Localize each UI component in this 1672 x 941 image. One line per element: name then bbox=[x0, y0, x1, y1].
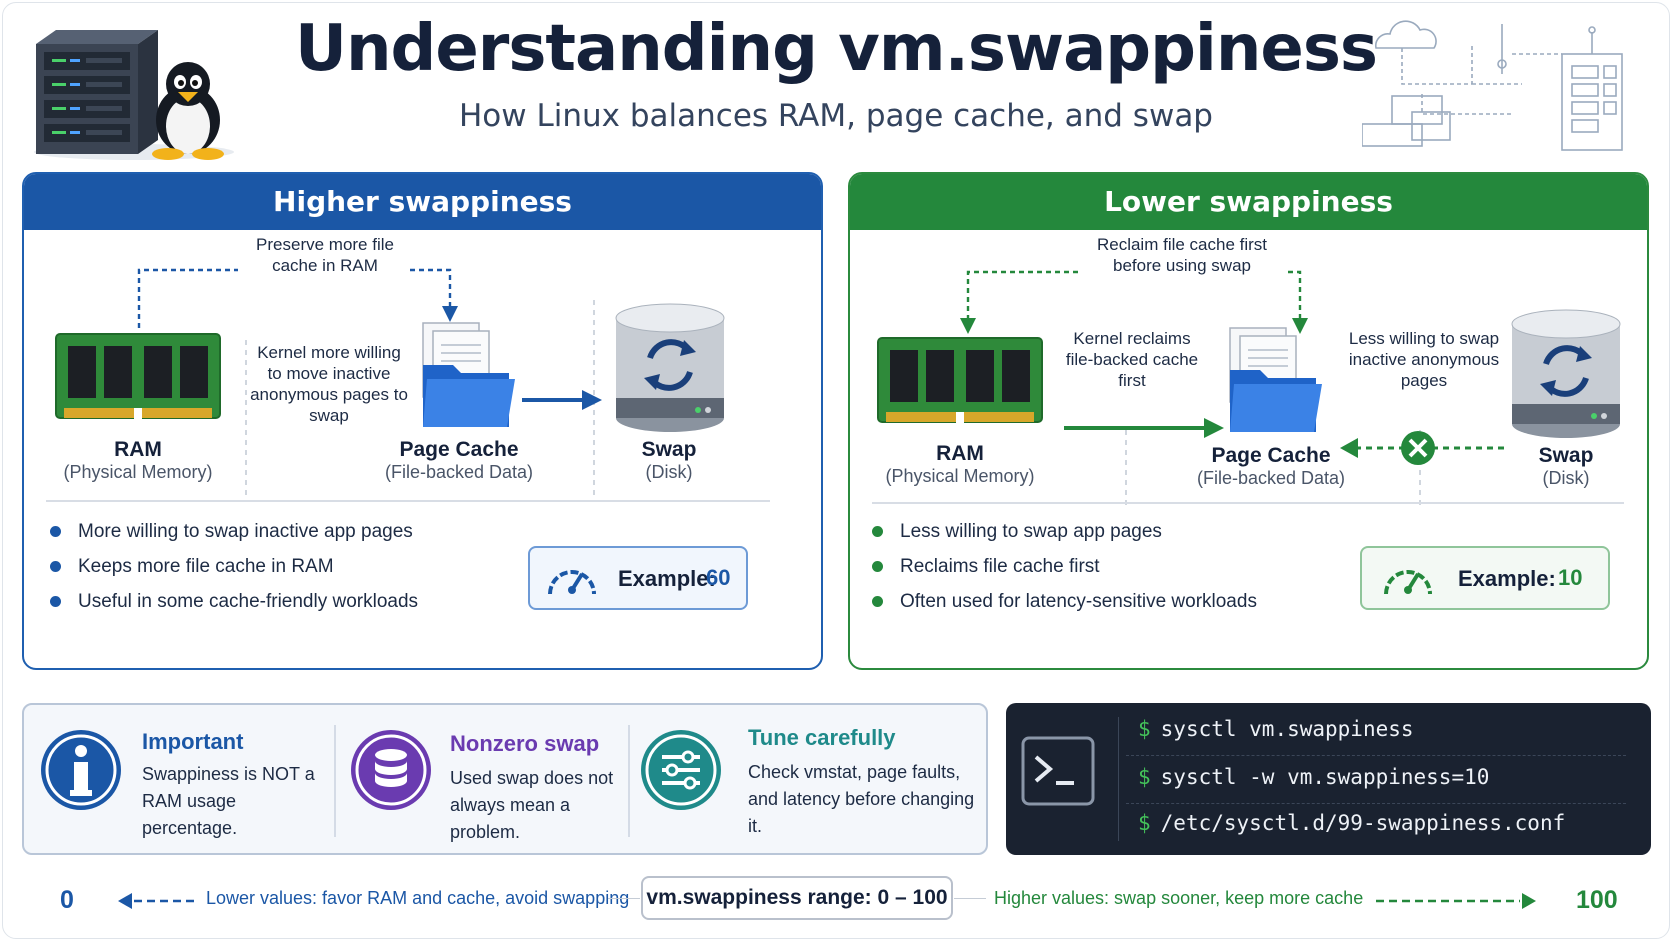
lower-arrow-note: Reclaim file cache first before using sw… bbox=[1096, 235, 1268, 275]
list-item: More willing to swap inactive app pages bbox=[50, 514, 418, 549]
divider bbox=[334, 725, 336, 837]
ram-label: RAM bbox=[936, 442, 984, 465]
higher-swappiness-panel: Higher swappiness bbox=[22, 172, 823, 670]
info-title-tune-carefully: Tune carefully bbox=[748, 725, 896, 750]
command-line[interactable]: $ /etc/sysctl.d/99-swappiness.conf bbox=[1138, 811, 1565, 835]
lower-divider bbox=[872, 502, 1624, 504]
info-text-important: Swappiness is NOT a RAM usage percentage… bbox=[142, 764, 315, 838]
example-value: 60 bbox=[706, 565, 731, 590]
ram-sublabel: (Physical Memory) bbox=[63, 462, 213, 482]
higher-bullets: More willing to swap inactive app pages … bbox=[50, 514, 418, 619]
lower-example-box: Example: 10 bbox=[1360, 546, 1610, 610]
ram-icon bbox=[877, 337, 1043, 426]
divider bbox=[628, 725, 630, 837]
example-value: 10 bbox=[1558, 565, 1583, 590]
ram-sublabel: (Physical Memory) bbox=[885, 466, 1035, 486]
lower-panel-title: Lower swappiness bbox=[850, 174, 1647, 230]
gauge-icon bbox=[548, 570, 596, 595]
info-text-nonzero-swap: Used swap does not always mean a problem… bbox=[450, 768, 614, 842]
folder-icon bbox=[1229, 327, 1322, 432]
divider bbox=[1126, 803, 1626, 804]
info-text-tune-carefully: Check vmstat, page faults, and latency b… bbox=[748, 762, 975, 836]
lower-kernel-note: Kernel reclaims file-backed cache first bbox=[1065, 329, 1199, 390]
prompt-symbol: $ bbox=[1138, 717, 1151, 741]
info-title-important: Important bbox=[142, 729, 244, 754]
command-line[interactable]: $ sysctl -w vm.swappiness=10 bbox=[1138, 765, 1489, 789]
lower-swap-note: Less willing to swap inactive anonymous … bbox=[1348, 329, 1500, 390]
range-line-right bbox=[954, 898, 986, 899]
swap-label: Swap bbox=[641, 438, 697, 461]
list-item: Less willing to swap app pages bbox=[872, 514, 1257, 549]
higher-arrow-note: Preserve more file cache in RAM bbox=[256, 235, 394, 275]
lower-swappiness-panel: Lower swappiness bbox=[848, 172, 1649, 670]
higher-panel-title: Higher swappiness bbox=[24, 174, 821, 230]
page-subtitle: How Linux balances RAM, page cache, and … bbox=[458, 98, 1213, 134]
page-cache-label: Page Cache bbox=[399, 438, 519, 461]
prompt-symbol: $ bbox=[1138, 811, 1151, 835]
range-line-left bbox=[608, 898, 640, 899]
terminal-panel: $ sysctl vm.swappiness $ sysctl -w vm.swap… bbox=[1006, 703, 1651, 855]
page-cache-sublabel: (File-backed Data) bbox=[384, 462, 534, 482]
command-text: /etc/sysctl.d/99-swappiness.conf bbox=[1160, 811, 1566, 835]
gauge-icon bbox=[1384, 570, 1432, 595]
prompt-symbol: $ bbox=[1138, 765, 1151, 789]
ram-label: RAM bbox=[114, 438, 162, 461]
range-low-text: Lower values: favor RAM and cache, avoid… bbox=[206, 888, 630, 908]
swap-sublabel: (Disk) bbox=[1542, 468, 1590, 488]
page-cache-sublabel: (File-backed Data) bbox=[1196, 468, 1346, 488]
ram-icon bbox=[55, 333, 221, 422]
range-min: 0 bbox=[60, 886, 74, 914]
swap-label: Swap bbox=[1538, 444, 1594, 467]
folder-icon bbox=[422, 322, 515, 427]
higher-divider bbox=[46, 500, 770, 502]
swap-sublabel: (Disk) bbox=[645, 462, 693, 482]
sliders-icon bbox=[641, 730, 721, 810]
lower-diagram bbox=[960, 270, 1504, 510]
higher-diagram bbox=[137, 268, 602, 500]
swap-disk-icon bbox=[1511, 309, 1621, 438]
notes-box: Important Swappiness is NOT a RAM usage … bbox=[22, 703, 988, 855]
range-high-text: Higher values: swap sooner, keep more ca… bbox=[994, 888, 1364, 908]
page-cache-label: Page Cache bbox=[1211, 444, 1331, 467]
terminal-divider bbox=[1118, 717, 1119, 841]
left-arrow-icon bbox=[118, 893, 196, 909]
command-line[interactable]: $ sysctl vm.swappiness bbox=[1138, 717, 1414, 741]
page-title: Understanding vm.swappiness bbox=[295, 12, 1378, 86]
info-title-nonzero-swap: Nonzero swap bbox=[450, 731, 600, 756]
lower-bullets: Less willing to swap app pages Reclaims … bbox=[872, 514, 1257, 619]
example-label: Example: bbox=[618, 566, 716, 591]
info-icon bbox=[41, 730, 121, 810]
range-label: vm.swappiness range: 0 – 100 bbox=[641, 876, 953, 920]
database-icon bbox=[351, 730, 431, 810]
command-text: sysctl vm.swappiness bbox=[1160, 717, 1414, 741]
list-item: Reclaims file cache first bbox=[872, 549, 1257, 584]
command-text: sysctl -w vm.swappiness=10 bbox=[1160, 765, 1490, 789]
right-arrow-icon bbox=[1376, 893, 1536, 909]
list-item: Useful in some cache-friendly workloads bbox=[50, 584, 418, 619]
higher-example-box: Example: 60 bbox=[528, 546, 748, 610]
network-cloud-illustration bbox=[1362, 20, 1623, 151]
terminal-icon bbox=[1021, 736, 1095, 806]
range-max: 100 bbox=[1576, 886, 1618, 914]
server-penguin-illustration bbox=[34, 30, 234, 160]
list-item: Keeps more file cache in RAM bbox=[50, 549, 418, 584]
higher-kernel-note: Kernel more willing to move inactive ano… bbox=[250, 343, 408, 425]
divider bbox=[1126, 755, 1626, 756]
list-item: Often used for latency-sensitive workloa… bbox=[872, 584, 1257, 619]
swap-disk-icon bbox=[615, 303, 725, 432]
example-label: Example: bbox=[1458, 566, 1556, 591]
